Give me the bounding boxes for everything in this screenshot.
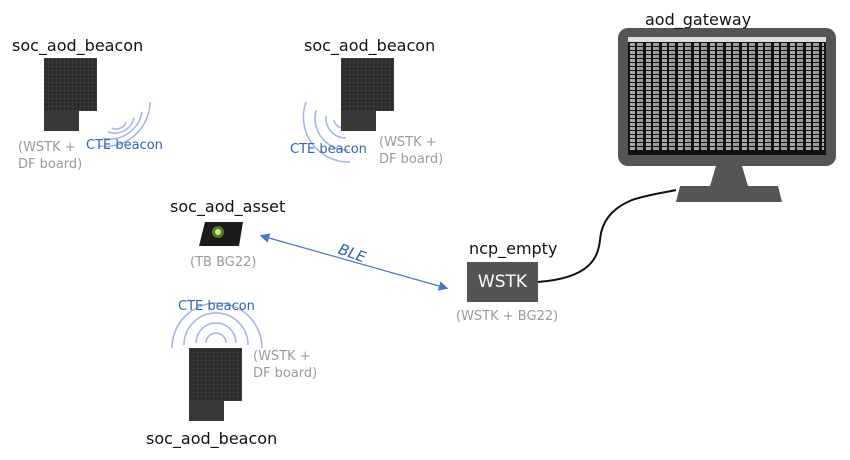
beacon-bottom-title: soc_aod_beacon [146,429,278,448]
beacon-top-mid-hw: (WSTK + DF board) [379,135,444,167]
cte-waves-top-mid [302,101,351,163]
beacon-top-left-hw: (WSTK + DF board) [18,140,83,172]
beacon-top-left-cte: CTE beacon [86,138,163,153]
beacon-top-left-wstk [44,111,79,131]
ncp-title: ncp_empty [469,239,558,258]
beacon-top-left-title: soc_aod_beacon [12,36,144,55]
cte-waves-top-left [97,101,151,148]
asset-title: soc_aod_asset [170,197,286,216]
ble-link-arrow [259,233,449,291]
beacon-top-mid-wstk [341,111,376,131]
asset-hw: (TB BG22) [190,255,257,270]
gateway-terminal-screen [628,37,826,155]
beacon-top-mid-board [341,58,394,111]
cte-waves-bottom [171,302,263,349]
ncp-wstk-box: WSTK [467,262,538,302]
usb-cable [537,189,677,283]
gateway-title: aod_gateway [645,10,752,29]
beacon-bottom-wstk [189,401,224,421]
beacon-top-left-board [44,58,97,111]
beacon-bottom-hw: (WSTK + DF board) [253,349,318,381]
ncp-hw: (WSTK + BG22) [456,309,559,324]
beacon-bottom-board [189,348,242,401]
beacon-bottom-cte: CTE beacon [178,299,255,314]
beacon-top-mid-cte: CTE beacon [290,142,367,157]
beacon-top-mid-title: soc_aod_beacon [304,36,436,55]
asset-tag-board [199,222,243,246]
